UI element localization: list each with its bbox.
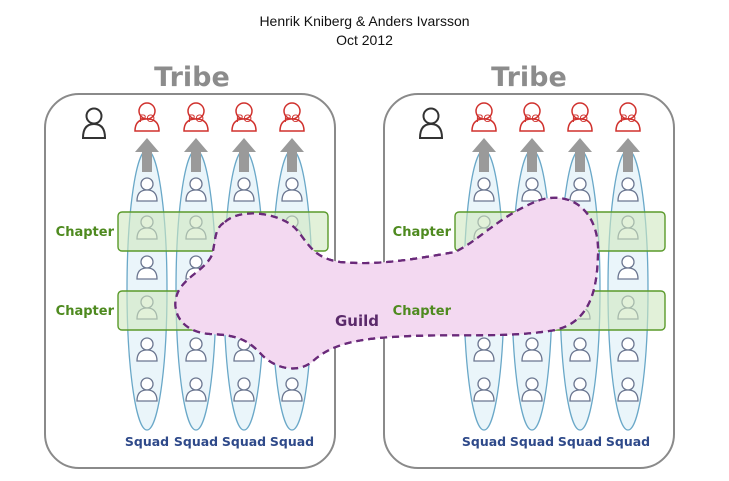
member-person-icon [136,337,158,362]
po-label: PO [572,113,588,125]
squad-label: Squad [558,434,602,449]
member-person-icon [233,177,255,202]
squad-arrow-up-icon [280,138,304,172]
date-line: Oct 2012 [336,32,393,48]
member-person-icon [569,377,591,402]
po-label: PO [284,113,300,125]
squad-column: PO [126,102,168,431]
po-label: PO [236,113,252,125]
member-person-icon [569,177,591,202]
chapter-label: Chapter [56,304,115,319]
member-person-icon [136,177,158,202]
squad-arrow-up-icon [472,138,496,172]
po-label: PO [139,113,155,125]
po-label: PO [476,113,492,125]
squad-label: Squad [510,434,554,449]
member-person-icon [617,177,639,202]
member-person-icon [185,177,207,202]
member-person-icon [185,377,207,402]
squad-arrow-up-icon [232,138,256,172]
squad-arrow-up-icon [135,138,159,172]
member-person-icon [473,177,495,202]
member-person-icon [617,337,639,362]
product-owner-person-icon [519,102,545,132]
squad-label: Squad [125,434,169,449]
tribe-lead-person-icon [418,107,444,139]
guild-label: Guild [335,312,379,330]
tribe-title: Tribe [154,62,230,93]
po-label: PO [188,113,204,125]
chapter-label: Chapter [393,304,452,319]
member-person-icon [136,377,158,402]
member-person-icon [136,255,158,280]
tribe-right: Tribe [383,62,675,469]
product-owner-person-icon [231,102,257,132]
squad-label: Squad [222,434,266,449]
po-label: PO [524,113,540,125]
squad-arrow-up-icon [568,138,592,172]
member-person-icon [521,377,543,402]
member-person-icon [185,337,207,362]
squad-label: Squad [606,434,650,449]
member-person-icon [473,377,495,402]
chapter-label: Chapter [56,225,115,240]
squad-label: Squad [174,434,218,449]
product-owner-person-icon [471,102,497,132]
tribe-lead-person-icon [81,107,107,139]
squad-column: PO [607,102,649,431]
member-person-icon [281,377,303,402]
squad-label: Squad [462,434,506,449]
po-label: PO [620,113,636,125]
member-person-icon [617,255,639,280]
squad-arrow-up-icon [616,138,640,172]
member-person-icon [473,337,495,362]
product-owner-person-icon [567,102,593,132]
product-owner-person-icon [279,102,305,132]
squad-arrow-up-icon [520,138,544,172]
guild-outline [174,196,600,370]
squad-arrow-up-icon [184,138,208,172]
member-person-icon [569,337,591,362]
diagram-header: Henrik Kniberg & Anders Ivarsson Oct 201… [0,12,729,50]
product-owner-person-icon [134,102,160,132]
squad-label: Squad [270,434,314,449]
author-line: Henrik Kniberg & Anders Ivarsson [259,13,470,29]
member-person-icon [521,177,543,202]
tribe-title: Tribe [491,62,567,93]
member-person-icon [233,377,255,402]
product-owner-person-icon [183,102,209,132]
member-person-icon [617,377,639,402]
member-person-icon [521,337,543,362]
chapter-label: Chapter [393,225,452,240]
product-owner-person-icon [615,102,641,132]
member-person-icon [281,177,303,202]
